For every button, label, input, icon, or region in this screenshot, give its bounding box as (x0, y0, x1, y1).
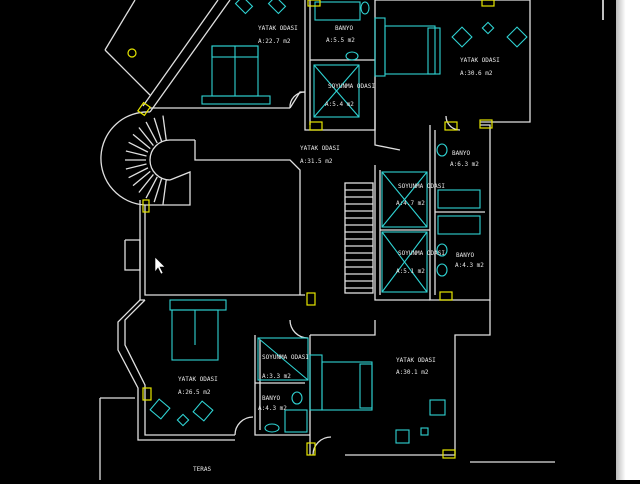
stair-tread (128, 141, 149, 153)
room-area: A:6.3 m2 (450, 161, 479, 168)
room-area: A:5.4 m2 (325, 101, 354, 108)
room-name: BANYO (456, 252, 474, 259)
window-edge (616, 0, 640, 480)
room-area: A:22.7 m2 (258, 38, 291, 45)
stair-tread (132, 170, 151, 187)
room-area: A:4.7 m2 (396, 200, 425, 207)
stair-tread (128, 167, 149, 179)
room-name: YATAK ODASI (396, 357, 436, 364)
stair-tread (125, 163, 147, 170)
stair-tread (132, 133, 151, 150)
stair-tread (153, 178, 163, 203)
walls (99, 0, 555, 480)
room-area: A:26.5 m2 (178, 389, 211, 396)
room-area: A:5.1 m2 (396, 268, 425, 275)
room-area: A:30.6 m2 (460, 70, 493, 77)
room-area: A:4.3 m2 (455, 262, 484, 269)
room-name: BANYO (452, 150, 470, 157)
room-name: YATAK ODASI (178, 376, 218, 383)
room-area: A:3.3 m2 (262, 373, 291, 380)
room-area: A:4.3 m2 (258, 405, 287, 412)
cad-drawing-canvas[interactable]: YATAK ODASI A:22.7 m2 BANYO A:5.5 m2 SOY… (0, 0, 616, 480)
room-name: YATAK ODASI (258, 25, 298, 32)
room-name: BANYO (262, 395, 280, 402)
terrace-label: TERAS (193, 466, 211, 473)
room-name: YATAK ODASI (300, 145, 340, 152)
room-name: SOYUNMA ODASI (262, 354, 309, 361)
room-area: A:31.5 m2 (300, 158, 333, 165)
stair-tread (162, 179, 167, 205)
spiral-stair (100, 111, 195, 206)
stair-tread (153, 117, 163, 142)
stair-tread (145, 121, 158, 144)
stair-tread (145, 176, 158, 199)
furniture (149, 0, 528, 444)
arrow-pointer-icon (154, 256, 166, 275)
room-name: YATAK ODASI (460, 57, 500, 64)
columns (127, 0, 495, 459)
room-labels: YATAK ODASI A:22.7 m2 BANYO A:5.5 m2 SOY… (178, 25, 500, 473)
room-name: SOYUNMA ODASI (328, 83, 375, 90)
stair-tread (138, 127, 154, 146)
room-area: A:5.5 m2 (326, 37, 355, 44)
floor-plan: YATAK ODASI A:22.7 m2 BANYO A:5.5 m2 SOY… (99, 0, 604, 480)
stair-tread (162, 115, 167, 141)
room-name: SOYUNMA ODASI (398, 183, 445, 190)
stair-tread (125, 150, 147, 157)
stair-tread (138, 174, 154, 193)
room-name: SOYUNMA ODASI (398, 250, 445, 257)
room-name: BANYO (335, 25, 353, 32)
straight-stair (344, 182, 374, 294)
room-area: A:30.1 m2 (396, 369, 429, 376)
